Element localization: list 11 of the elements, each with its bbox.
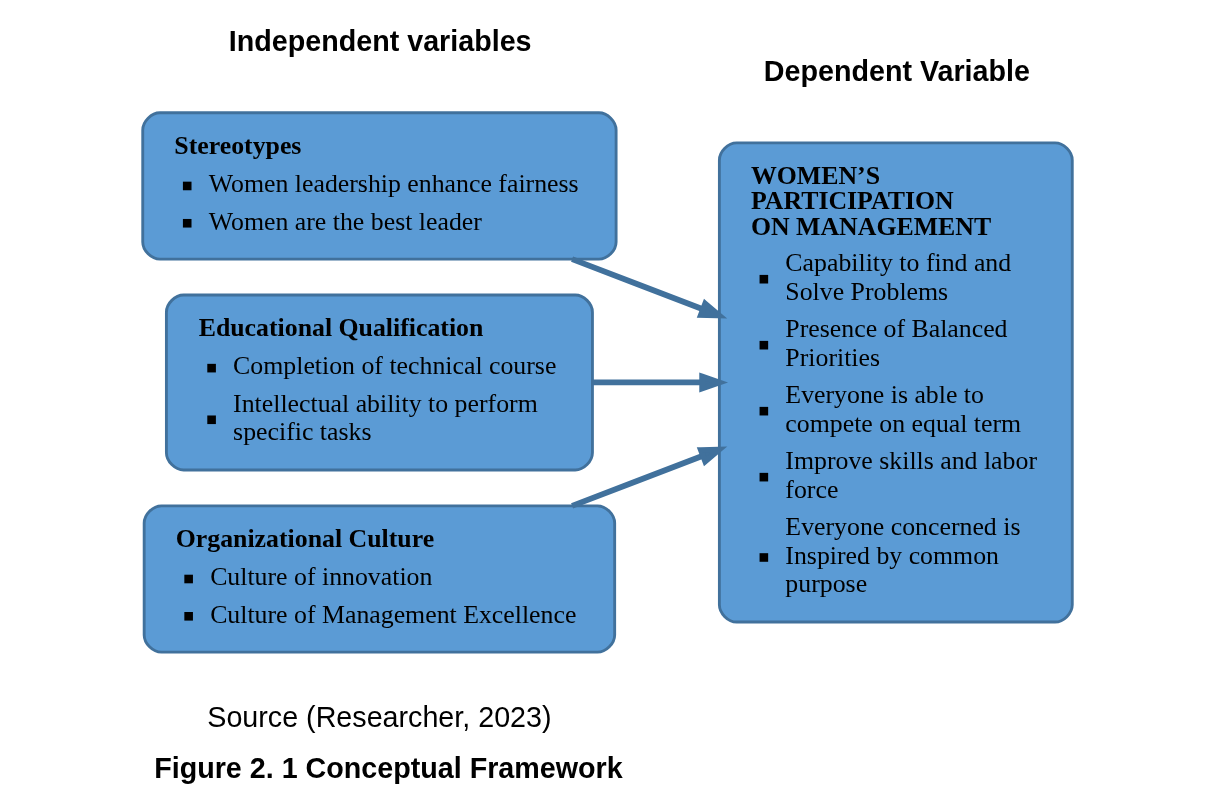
caption: Figure 2. 1 Conceptual Framework (154, 752, 623, 785)
label: Dependent Variable (763, 55, 1030, 88)
node-box: Organizational Culture Culture of innovation Culture of Management Excellence (142, 504, 617, 654)
node-box: WOMEN’S PARTICIPATION ON MANAGEMENT Capability to find and Solve Problems Presence of Balanced Priorities Everyone is able to compete on equal term Improve skills and labor force Everyone concerned is Inspired by common purpose (717, 141, 1074, 624)
node-box: Educational Qualification Completion of technical course Intellectual ability to perform specific tasks (164, 293, 594, 472)
arrow (571, 256, 728, 319)
label: Independent variables (228, 25, 532, 58)
label: Source (Researcher, 2023) (207, 700, 552, 733)
arrow (592, 372, 729, 393)
node-box: Stereotypes Women leadership enhance fairness Women are the best leader (141, 111, 618, 261)
arrow (571, 446, 728, 509)
